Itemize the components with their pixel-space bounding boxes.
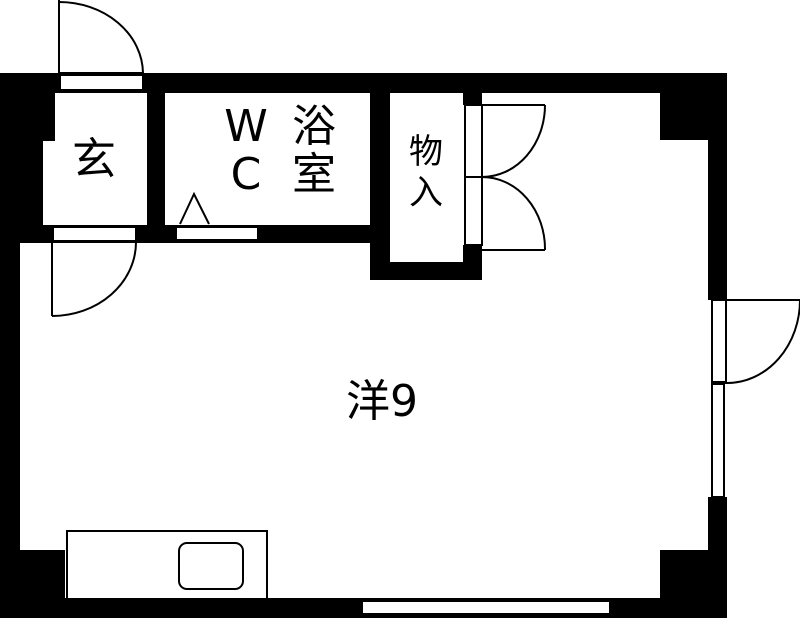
right-window <box>711 383 725 498</box>
wc-door <box>175 191 259 241</box>
western-room-label: 洋9 <box>346 376 418 427</box>
storage-doors <box>464 104 547 251</box>
genkan-inner-door <box>51 226 137 317</box>
kitchen-counter <box>66 530 268 600</box>
bath-label-line1: 浴 <box>292 101 336 152</box>
genkan-label: 玄 <box>72 134 116 185</box>
bath-label-line2: 室 <box>292 149 336 201</box>
bottom-window <box>361 600 611 615</box>
storage-label-line1: 物 <box>409 132 443 172</box>
balcony-door <box>711 299 800 384</box>
storage-label: 物 入 <box>404 132 448 214</box>
bath-label: 浴 室 <box>288 101 340 201</box>
entrance-door <box>58 0 144 91</box>
wc-label-line2: C <box>230 149 262 201</box>
storage-label-line2: 入 <box>409 172 443 213</box>
wc-label: W C <box>222 101 270 201</box>
wc-label-line1: W <box>224 101 268 152</box>
sink <box>178 542 244 590</box>
